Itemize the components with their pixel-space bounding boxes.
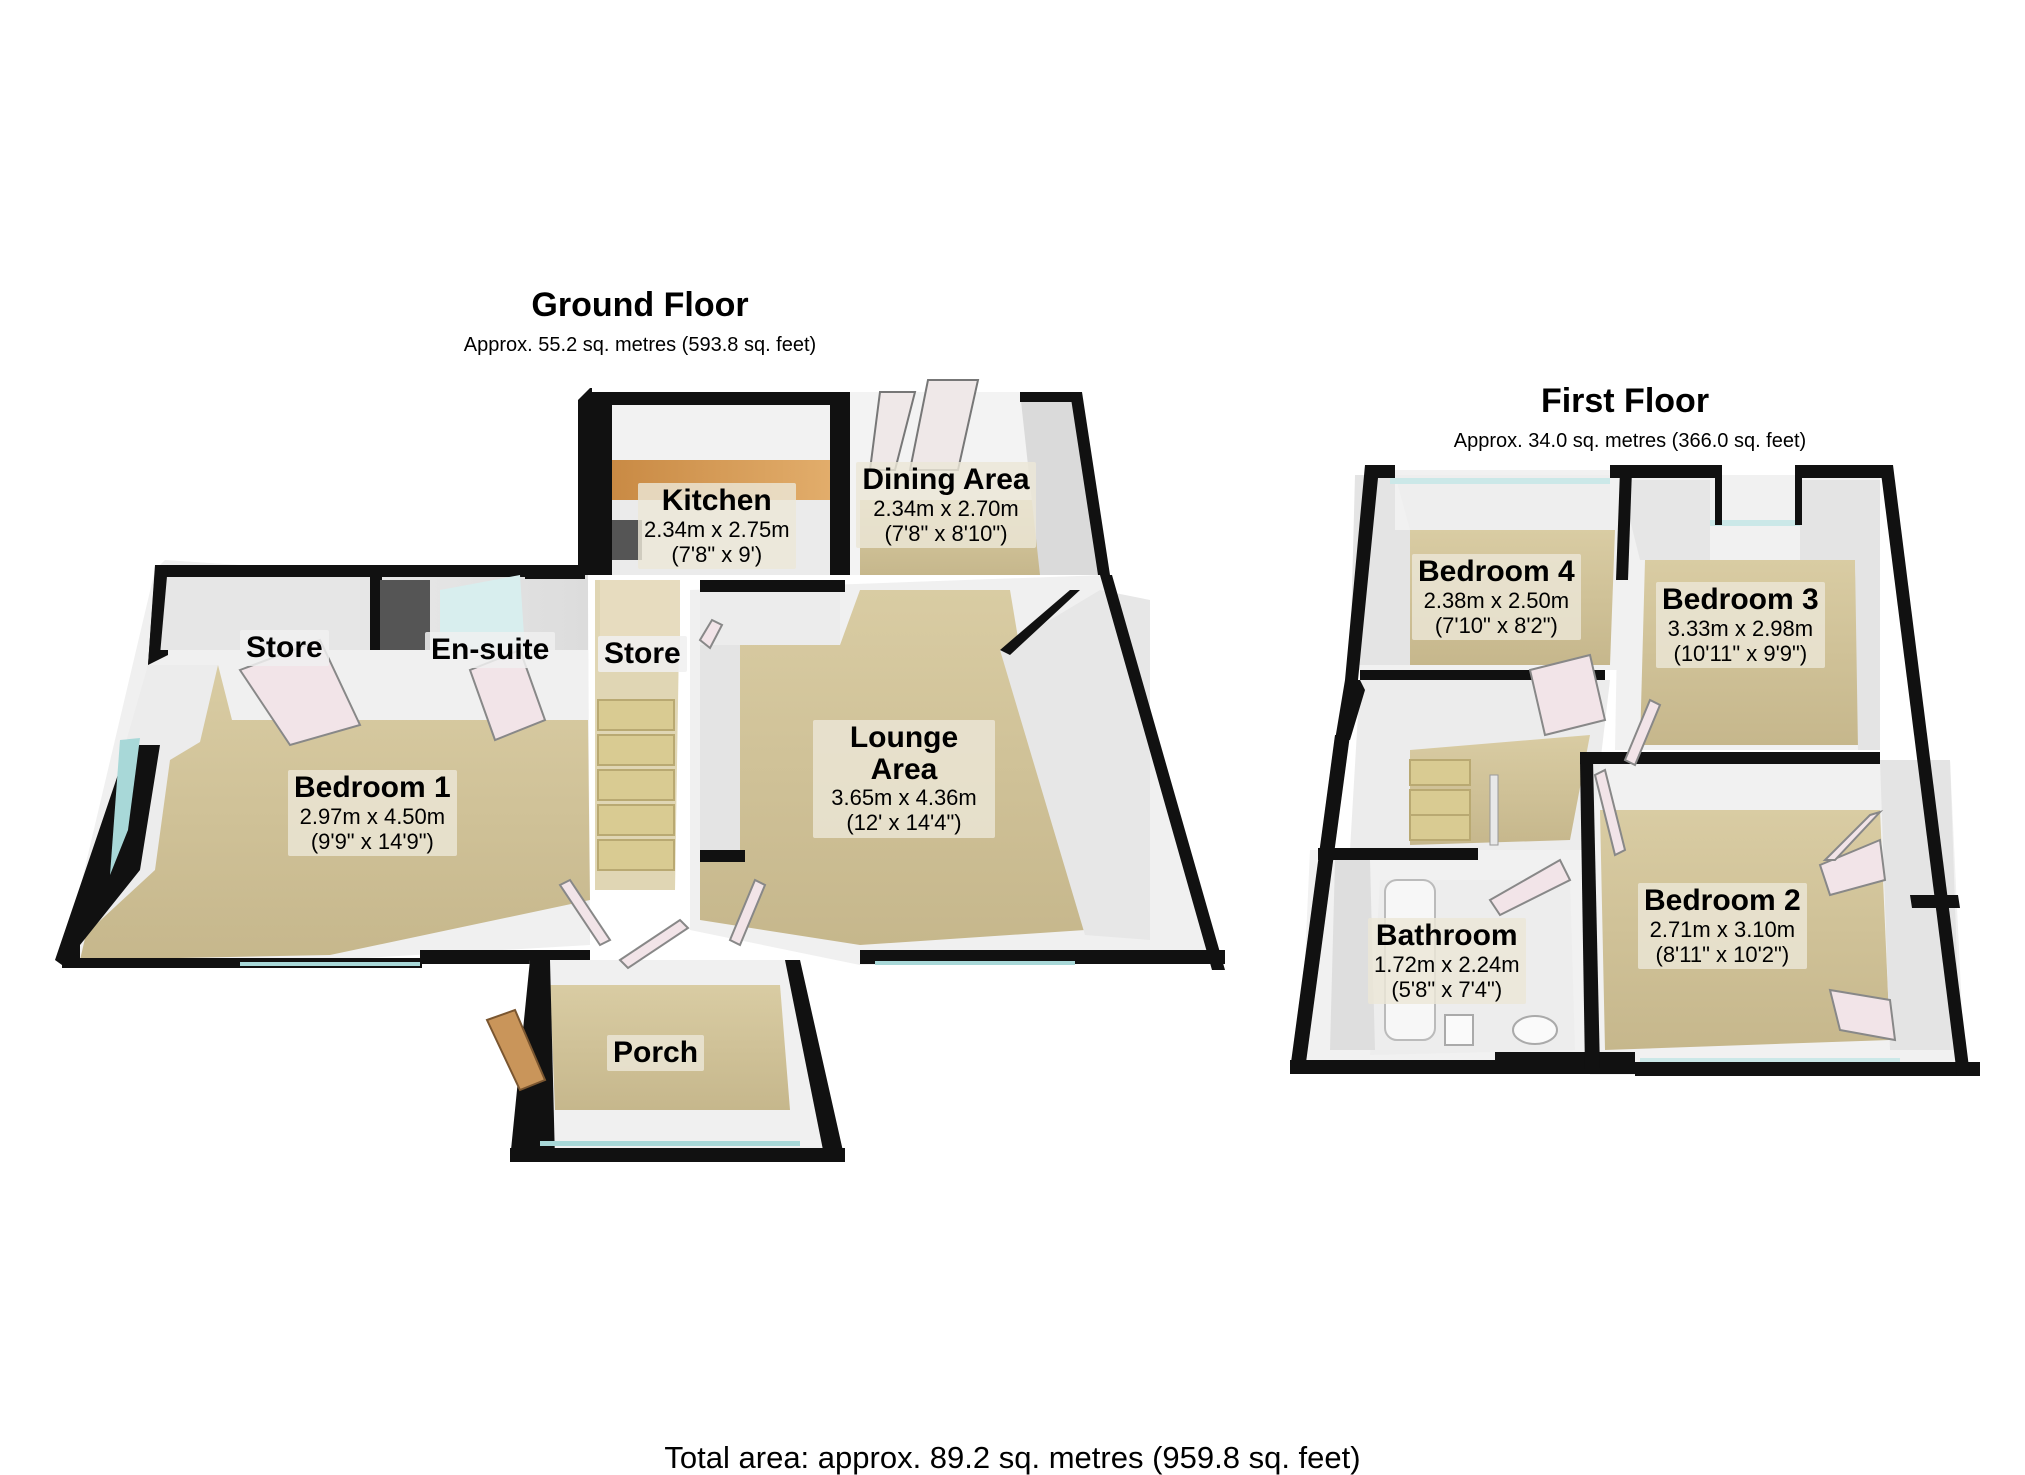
lounge-area-metric: 3.65m x 4.36m — [831, 785, 977, 810]
bathroom-imperial: (5'8" x 7'4") — [1391, 976, 1503, 1002]
bedroom-4-metric: 2.38m x 2.50m — [1423, 587, 1570, 613]
dining-area-imperial: (7'8" x 8'10") — [884, 520, 1008, 546]
bedroom-2-label: Bedroom 2 2.71m x 3.10m (8'11" x 10'2") — [1638, 883, 1807, 970]
first-floor-doors — [1488, 653, 1897, 1042]
first-floor-walls — [1290, 465, 1980, 1076]
bedroom-1-metric: 2.97m x 4.50m — [299, 803, 446, 829]
ground-floor-doors — [238, 618, 767, 970]
ground-floor-plan — [55, 379, 1225, 1162]
ensuite-name: En-suite — [431, 633, 550, 666]
kitchen-imperial: (7'8" x 9') — [671, 541, 763, 567]
dining-area-name: Dining Area — [862, 463, 1030, 496]
store-left-label: Store — [240, 630, 329, 666]
ground-floor-area: Approx. 55.2 sq. metres (593.8 sq. feet) — [463, 334, 817, 356]
bedroom-2-metric: 2.71m x 3.10m — [1649, 916, 1796, 942]
bathroom-name: Bathroom — [1375, 919, 1518, 952]
store-left-name: Store — [246, 631, 323, 664]
total-area: Total area: approx. 89.2 sq. metres (959… — [664, 1440, 1361, 1475]
bedroom-1-name: Bedroom 1 — [294, 771, 451, 804]
bedroom-3-name: Bedroom 3 — [1662, 583, 1819, 616]
kitchen-name: Kitchen — [661, 484, 772, 517]
bedroom-4-imperial: (7'10" x 8'2") — [1434, 612, 1558, 638]
staircase-ground — [595, 580, 680, 890]
lounge-area-label: Lounge Area 3.65m x 4.36m (12' x 14'4") — [813, 720, 995, 838]
bedroom-1-label: Bedroom 1 2.97m x 4.50m (9'9" x 14'9") — [288, 770, 457, 857]
store-stairs-name: Store — [604, 637, 681, 670]
kitchen-label: Kitchen 2.34m x 2.75m (7'8" x 9') — [638, 483, 796, 570]
store-stairs-label: Store — [598, 636, 687, 672]
bedroom-2-name: Bedroom 2 — [1644, 884, 1801, 917]
dining-area-label: Dining Area 2.34m x 2.70m (7'8" x 8'10") — [856, 462, 1036, 549]
bathroom-label: Bathroom 1.72m x 2.24m (5'8" x 7'4") — [1368, 918, 1526, 1005]
bedroom-3-imperial: (10'11" x 9'9") — [1673, 640, 1808, 666]
bathroom-metric: 1.72m x 2.24m — [1374, 951, 1520, 977]
bedroom-3-metric: 3.33m x 2.98m — [1667, 615, 1814, 641]
bedroom-4-name: Bedroom 4 — [1418, 555, 1575, 588]
ensuite-label: En-suite — [425, 632, 556, 668]
dining-area-metric: 2.34m x 2.70m — [873, 495, 1019, 521]
porch-name: Porch — [613, 1036, 699, 1069]
lounge-area-name: Lounge Area — [849, 721, 959, 786]
kitchen-metric: 2.34m x 2.75m — [644, 516, 790, 542]
first-floor-plan — [1290, 465, 1980, 1076]
first-floor-title: First Floor — [1540, 382, 1710, 420]
ground-floor-walls — [62, 388, 1225, 968]
bedroom-3-label: Bedroom 3 3.33m x 2.98m (10'11" x 9'9") — [1656, 582, 1825, 669]
lounge-area-imperial: (12' x 14'4") — [846, 810, 962, 836]
bedroom-2-imperial: (8'11" x 10'2") — [1655, 941, 1790, 967]
porch-label: Porch — [607, 1035, 705, 1071]
bedroom-4-label: Bedroom 4 2.38m x 2.50m (7'10" x 8'2") — [1412, 554, 1581, 641]
bedroom-1-imperial: (9'9" x 14'9") — [310, 828, 434, 854]
first-floor-area: Approx. 34.0 sq. metres (366.0 sq. feet) — [1453, 430, 1807, 452]
ground-floor-title: Ground Floor — [531, 286, 749, 324]
